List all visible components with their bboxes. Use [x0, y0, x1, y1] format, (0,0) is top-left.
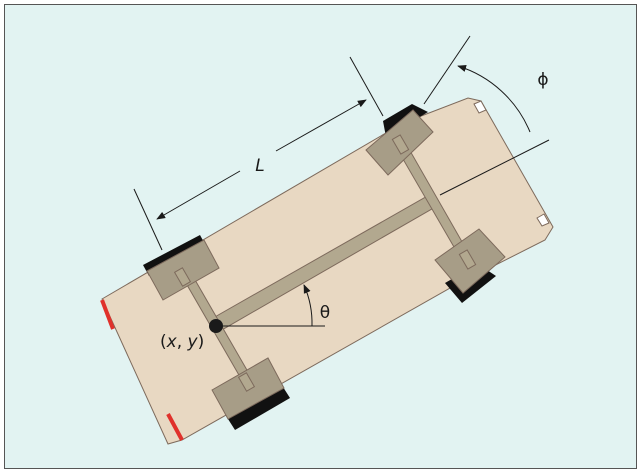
rear-left-hub: [173, 267, 192, 287]
car-body: [101, 97, 554, 445]
position-x: x: [166, 332, 178, 352]
position-open-paren: (: [160, 332, 167, 352]
steering-angle-label: ϕ: [537, 70, 548, 90]
wheelbase-dimension-right: [275, 99, 367, 152]
steering-angle-arc: [457, 64, 531, 133]
wheelbase-extension-rear: [133, 188, 163, 251]
wheel-direction-line: [423, 35, 471, 105]
heading-angle-arc: [303, 284, 313, 327]
front-right-notch: [536, 213, 550, 227]
rear-right-hub: [237, 372, 256, 392]
front-left-wheel: [365, 104, 434, 176]
car-axis-line: [439, 139, 550, 196]
front-left-notch: [473, 100, 487, 114]
position-label: (x, y): [160, 332, 204, 352]
position-separator: ,: [177, 332, 188, 352]
rear-right-bumper: [166, 413, 184, 441]
position-close-paren: ): [198, 332, 205, 352]
wheelbase-label: L: [255, 156, 264, 176]
heading-angle-label: θ: [320, 303, 330, 323]
front-right-hub: [458, 249, 477, 270]
rear-right-wheel: [211, 357, 290, 430]
rear-left-bumper: [100, 299, 115, 330]
position-y: y: [187, 332, 199, 352]
wheelbase-dimension-left: [156, 170, 241, 220]
wheelbase-extension-front: [349, 56, 384, 117]
rear-left-wheel: [143, 235, 220, 301]
front-right-wheel: [434, 228, 506, 303]
front-left-hub: [391, 134, 410, 155]
rear-right-tire: [228, 387, 290, 430]
